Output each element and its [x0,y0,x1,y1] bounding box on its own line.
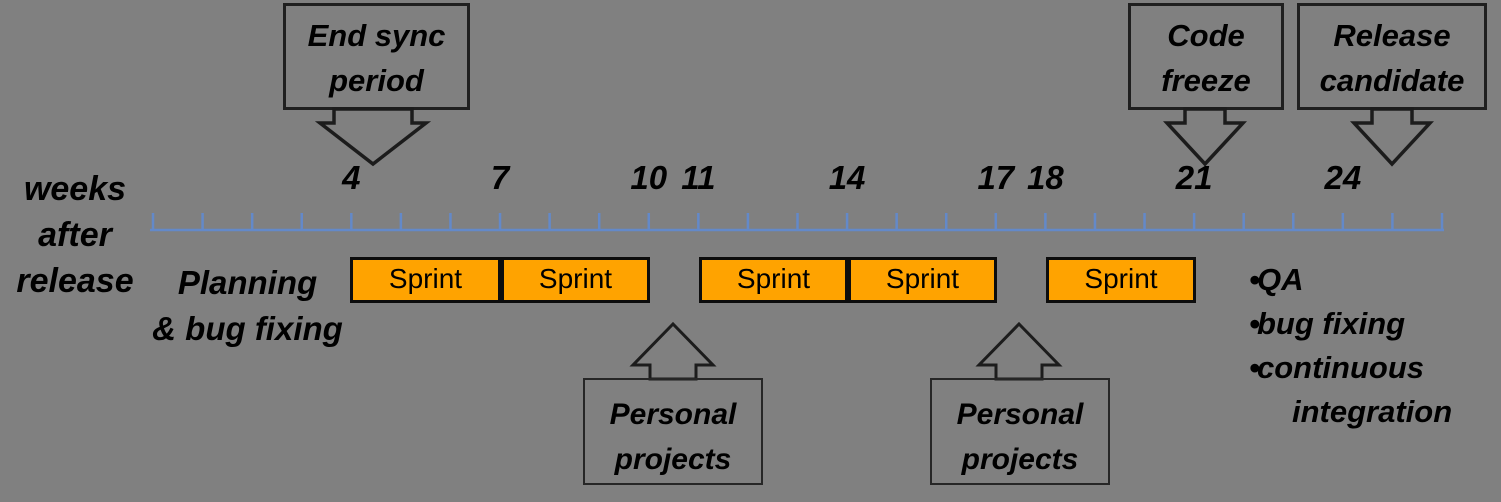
bullet-icon: • [1249,350,1260,385]
end-sync-period-callout: End sync period [283,3,470,110]
list-item: •bug fixing [1225,302,1465,346]
list-item: •continuous integration [1225,346,1465,434]
sprint-label: Sprint [885,263,960,294]
week-label: 17 [977,159,1015,196]
list-item-label: continuous integration [1257,350,1453,429]
personal-projects-callout-2: Personal projects [930,378,1110,485]
planning-line1: Planning [177,264,318,301]
sprint-label: Sprint [388,263,463,294]
sprint-label: Sprint [736,263,811,294]
personal-1-line1: Personal [609,398,737,431]
personal-projects-callout-1: Personal projects [583,378,763,485]
bullet-icon: • [1249,306,1260,341]
week-label: 4 [342,159,361,196]
week-label: 24 [1324,159,1362,196]
list-item-label: QA [1257,262,1304,297]
planning-phase-label: Planning & bug fixing [140,260,355,352]
personal-2-line1: Personal [956,398,1084,431]
release-candidate-line1: Release [1333,18,1451,53]
axis-caption-line3: release [16,262,134,300]
bullet-icon: • [1249,262,1260,297]
release-candidate-callout: Release candidate [1297,3,1487,110]
end-sync-line1: End sync [307,18,446,53]
list-item: •QA [1225,258,1465,302]
week-label: 7 [490,159,510,196]
list-item-label: bug fixing [1257,306,1406,341]
planning-line2: & bug fixing [152,310,343,347]
personal-2-line2: projects [961,443,1079,476]
sprint-label: Sprint [1084,263,1158,294]
personal-1-line2: projects [614,443,732,476]
sprint-block-2: Sprint [501,257,650,303]
up-arrow-icon [975,321,1063,381]
week-label: 21 [1175,159,1213,196]
axis-caption-line2: after [38,216,112,254]
end-sync-line2: period [329,63,424,98]
week-label: 18 [1027,159,1064,196]
axis-caption-line1: weeks [23,170,127,208]
down-arrow-icon [1349,107,1435,167]
week-label: 14 [828,159,866,196]
sprint-block-5: Sprint [1046,257,1196,303]
sprint-block-1: Sprint [350,257,501,303]
sprint-label: Sprint [538,263,613,294]
code-freeze-line1: Code [1167,18,1245,53]
up-arrow-icon [629,321,717,381]
code-freeze-line2: freeze [1161,63,1251,98]
sprint-block-3: Sprint [699,257,848,303]
week-label: 11 [681,159,716,196]
release-candidate-line2: candidate [1319,63,1465,98]
sprint-block-4: Sprint [848,257,997,303]
post-freeze-activities-list: •QA •bug fixing •continuous integration [1225,258,1465,434]
down-arrow-icon [314,107,432,167]
timeline-axis [150,213,1445,232]
code-freeze-callout: Code freeze [1128,3,1284,110]
down-arrow-icon [1162,107,1248,167]
week-label: 10 [630,159,668,196]
axis-caption: weeks after release [10,166,140,304]
